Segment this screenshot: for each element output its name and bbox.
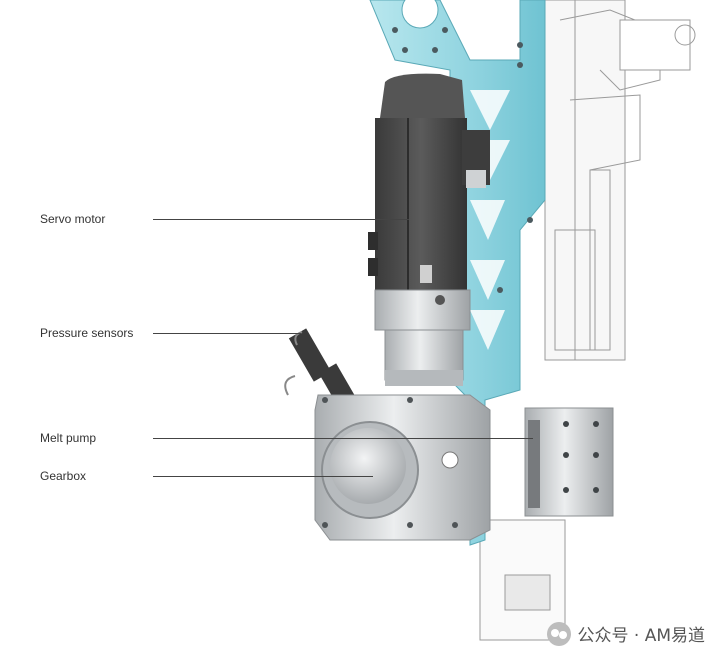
melt-pump-block — [524, 407, 614, 517]
servo-motor-label: Servo motor — [40, 212, 106, 226]
gearbox-label: Gearbox — [40, 469, 87, 483]
servo-motor-body — [368, 73, 490, 293]
servo-motor-leader — [153, 219, 409, 220]
melt-pump-leader — [153, 438, 533, 439]
pressure-sensors-label: Pressure sensors — [40, 326, 134, 340]
watermark: 公众号 · AM易道 — [547, 621, 705, 646]
support-structure — [479, 0, 696, 641]
watermark-text: 公众号 · AM易道 — [577, 626, 705, 646]
coupling — [374, 289, 471, 386]
gearbox-housing — [314, 394, 491, 541]
pressure-sensors-leader — [153, 333, 301, 334]
melt-pump-label: Melt pump — [40, 431, 97, 445]
gearbox-leader — [153, 476, 373, 477]
wechat-icon — [547, 621, 572, 646]
